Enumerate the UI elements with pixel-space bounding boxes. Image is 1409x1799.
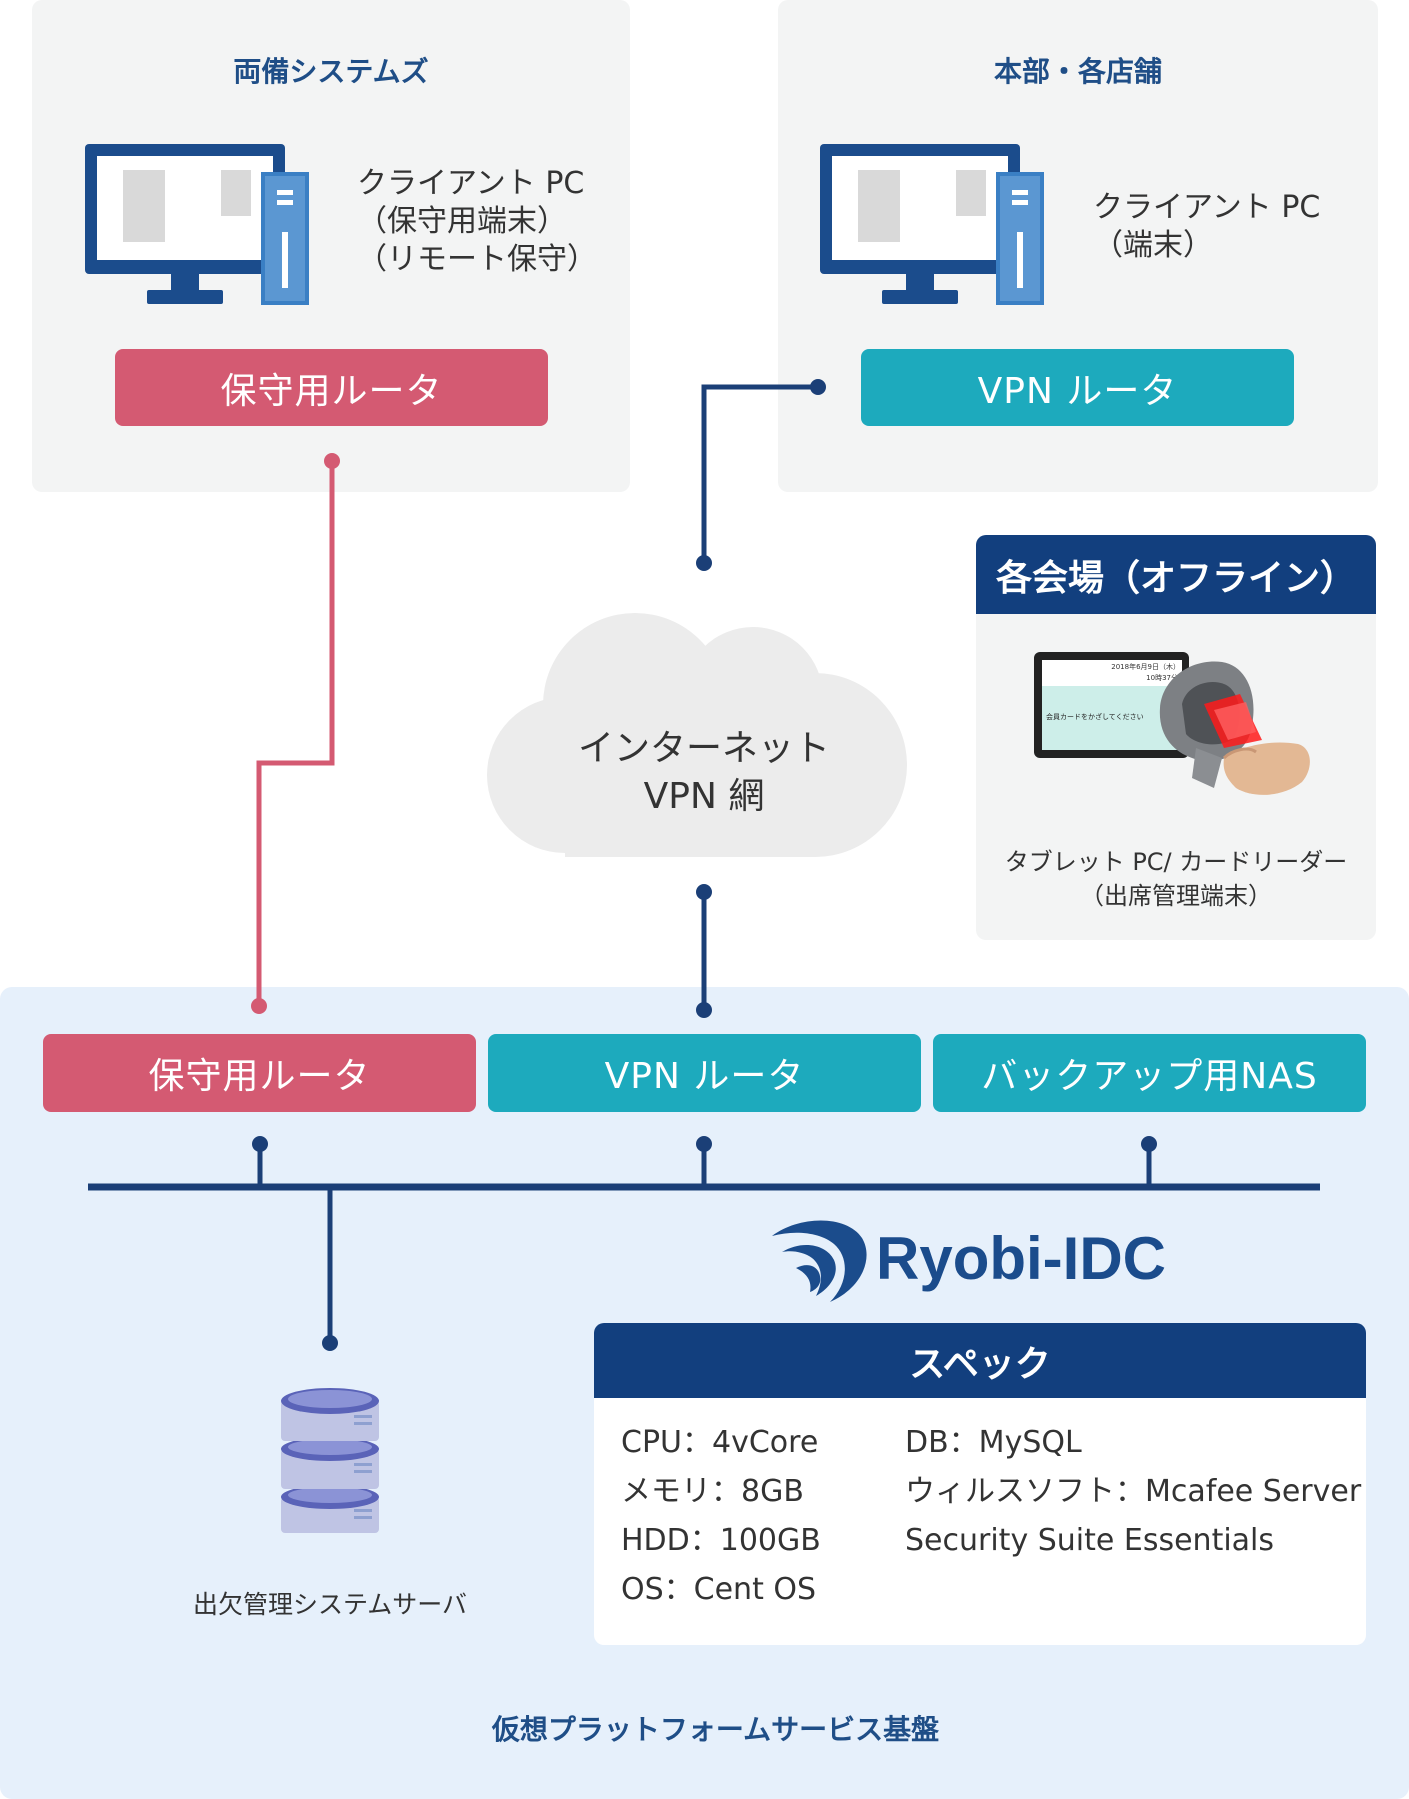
drop-dot-1 — [252, 1136, 268, 1152]
ryobi-idc-logo-text: Ryobi-IDC — [876, 1225, 1166, 1292]
cloud-label: インターネット VPN 網 — [577, 728, 830, 817]
maintenance-line-bottom-dot — [251, 998, 267, 1014]
spec-title: スペック — [594, 1323, 1366, 1398]
maintenance-line — [256, 461, 335, 1006]
spec-memory: メモリ：8GB — [621, 1474, 804, 1509]
drop-dot-3 — [1141, 1136, 1157, 1152]
vpn-line-top-dot-b — [696, 555, 712, 571]
server-stack-icon — [281, 1388, 379, 1533]
spec-antivirus: ウィルスソフト：Mcafee Server — [905, 1474, 1362, 1509]
spec-os: OS：Cent OS — [621, 1572, 817, 1607]
dc-maintenance-router: 保守用ルータ — [43, 1034, 476, 1112]
spec-box: スペック CPU：4vCore メモリ：8GB HDD：100GB OS：Cen… — [594, 1323, 1366, 1645]
server-caption: 出欠管理システムサーバ — [192, 1590, 467, 1619]
spec-right-column: DB：MySQL ウィルスソフト：Mcafee Server Security … — [905, 1418, 1361, 1565]
right-pc-label: クライアント PC （端末） — [1093, 190, 1321, 263]
spec-left-column: CPU：4vCore メモリ：8GB HDD：100GB OS：Cent OS — [621, 1418, 821, 1614]
ryobi-idc-logo-icon — [772, 1220, 867, 1302]
card-reader-icon — [1159, 661, 1310, 795]
left-maintenance-router: 保守用ルータ — [115, 349, 548, 426]
vpn-line-bottom-dot-a — [696, 884, 712, 900]
server-line-dot — [322, 1335, 338, 1351]
drop-dot-2 — [696, 1136, 712, 1152]
spec-antivirus-cont: Security Suite Essentials — [905, 1523, 1275, 1558]
right-vpn-router: VPN ルータ — [861, 349, 1294, 426]
cloud-icon — [487, 613, 907, 857]
left-site-title: 両備システムズ — [233, 55, 429, 88]
tablet-header — [1042, 660, 1182, 686]
tablet-card-reader-icon: 2018年6月9日（木） 10時37分 会員カードをかざしてください — [1034, 648, 1319, 823]
right-site-title: 本部・各店舗 — [993, 55, 1162, 88]
offline-caption: タブレット PC/ カードリーダー （出席管理端末） — [1004, 848, 1348, 910]
offline-title: 各会場（オフライン） — [976, 535, 1376, 614]
spec-hdd: HDD：100GB — [621, 1523, 821, 1558]
spec-db: DB：MySQL — [905, 1425, 1082, 1460]
vpn-line-top-dot-a — [810, 379, 826, 395]
maintenance-line-top-dot — [324, 453, 340, 469]
tablet-body — [1042, 686, 1182, 750]
desktop-pc-icon — [820, 144, 1044, 305]
vpn-line-top — [701, 384, 818, 563]
tablet-date: 2018年6月9日（木） — [1111, 663, 1180, 671]
tablet-screen: 2018年6月9日（木） 10時37分 会員カードをかざしてください — [1042, 660, 1182, 750]
vpn-line-bottom-dot-b — [696, 1002, 712, 1018]
left-pc-label: クライアント PC （保守用端末） （リモート保守） — [357, 166, 597, 277]
tablet-prompt: 会員カードをかざしてください — [1046, 713, 1144, 721]
desktop-pc-icon — [85, 144, 309, 305]
dc-backup-nas: バックアップ用NAS — [933, 1034, 1366, 1112]
dc-vpn-router: VPN ルータ — [488, 1034, 921, 1112]
tablet-time: 10時37分 — [1146, 674, 1178, 682]
spec-cpu: CPU：4vCore — [621, 1425, 819, 1460]
platform-footer: 仮想プラットフォームサービス基盤 — [491, 1713, 940, 1746]
